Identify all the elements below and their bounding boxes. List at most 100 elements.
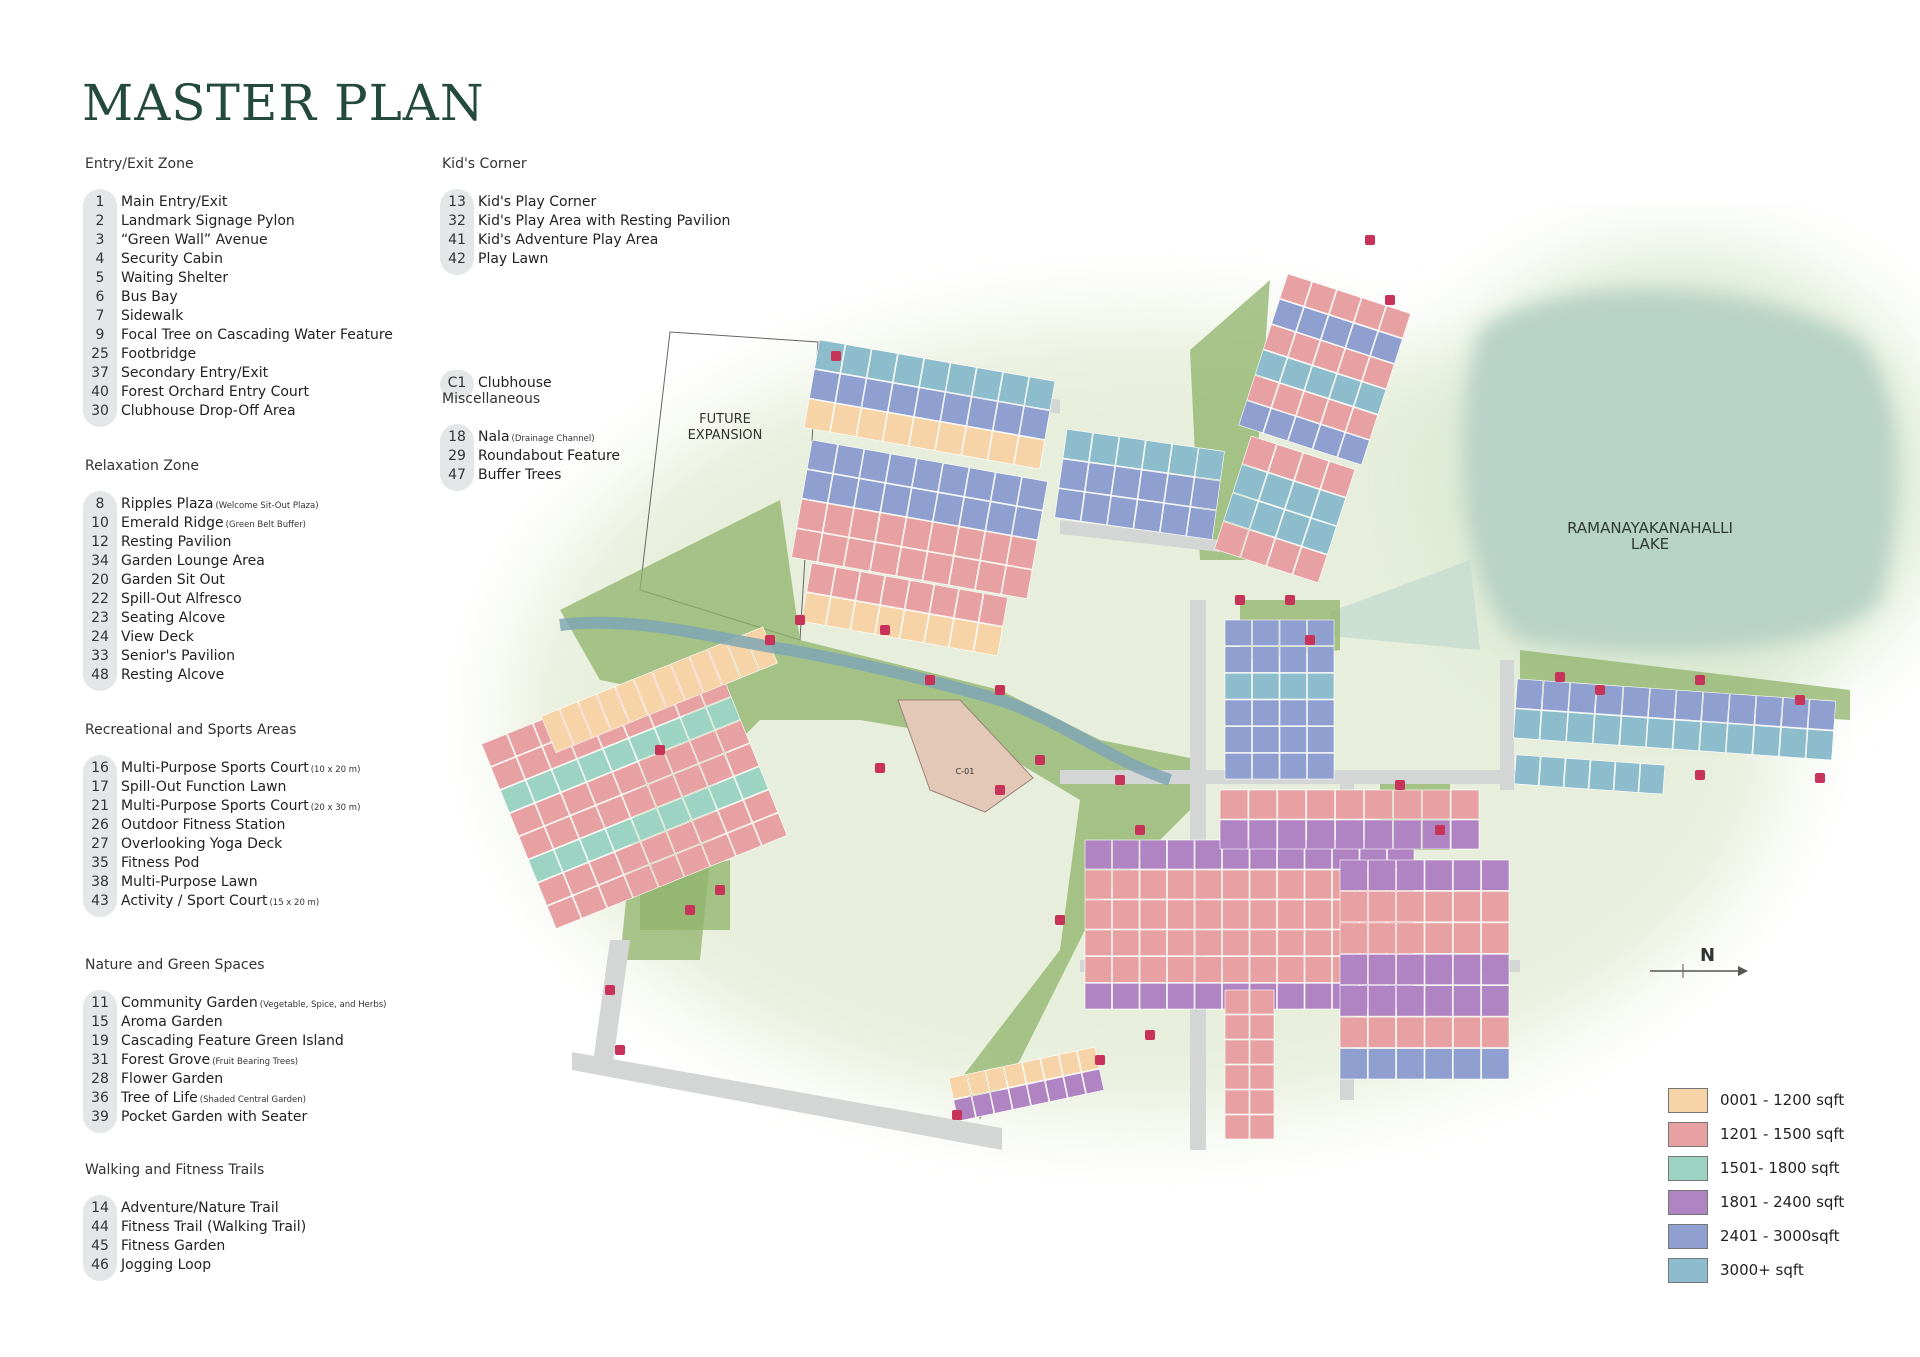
- plot: [1249, 869, 1277, 900]
- road: [572, 1052, 1002, 1150]
- plot: [1063, 1072, 1086, 1099]
- legend-label: 1801 - 2400 sqft: [1720, 1193, 1845, 1211]
- plot: [1339, 953, 1368, 985]
- plot: [1139, 982, 1167, 1010]
- plot: [1062, 428, 1093, 462]
- amenity-label: Overlooking Yoga Deck: [121, 836, 283, 852]
- plot: [1339, 1048, 1368, 1080]
- plot: [1252, 619, 1280, 647]
- plot: [553, 839, 589, 873]
- plot: [1513, 754, 1541, 786]
- plot: [1752, 725, 1781, 757]
- plot: [1194, 447, 1225, 481]
- plot: [1424, 922, 1453, 954]
- plot: [1368, 859, 1396, 891]
- plot: [715, 719, 750, 754]
- amenity-label: Flower Garden: [121, 1071, 224, 1087]
- plot: [927, 521, 959, 556]
- plot-block: [1214, 435, 1356, 584]
- plot: [1364, 789, 1393, 820]
- amenity-number: 44: [91, 1219, 109, 1235]
- plot: [1453, 953, 1481, 985]
- plot: [1084, 462, 1116, 496]
- plot: [1284, 481, 1320, 518]
- plot: [1646, 717, 1675, 750]
- plot: [1453, 985, 1481, 1017]
- plot: [1481, 985, 1510, 1017]
- plot: [948, 1074, 972, 1100]
- amenity-label: Activity / Sport Court: [121, 893, 268, 909]
- plot: [833, 444, 865, 479]
- amenity-marker: [615, 1045, 625, 1055]
- amenity-label: Adventure/Nature Trail: [121, 1200, 279, 1216]
- lake-outflow: [1330, 560, 1480, 650]
- plot: [1277, 789, 1307, 820]
- amenity-marker: [1235, 595, 1245, 605]
- plot: [1699, 721, 1728, 753]
- plot: [880, 575, 910, 610]
- plot: [1194, 869, 1222, 900]
- plot: [859, 448, 891, 483]
- number-pill: [83, 189, 117, 427]
- plot: [1186, 506, 1217, 540]
- plot: [1214, 521, 1250, 558]
- amenity-marker: [685, 905, 695, 915]
- amenity-number: 32: [448, 213, 466, 229]
- plot: [1779, 727, 1808, 759]
- plot: [1112, 899, 1140, 930]
- plot: [1167, 929, 1195, 957]
- amenity-marker: [1555, 672, 1565, 682]
- plot: [1279, 699, 1307, 727]
- plot: [525, 769, 561, 803]
- plot: [570, 805, 605, 839]
- plot: [945, 362, 977, 397]
- plot: [1304, 365, 1337, 399]
- plot: [1008, 1084, 1031, 1110]
- legend-swatch: [1668, 1189, 1708, 1215]
- plot: [922, 551, 954, 586]
- plot: [689, 648, 723, 694]
- plot: [1279, 357, 1313, 391]
- plot: [1320, 314, 1354, 348]
- plot: [1013, 435, 1045, 470]
- amenity-label: Security Cabin: [121, 251, 223, 267]
- plot: [1307, 752, 1335, 780]
- plot: [1277, 819, 1307, 850]
- plot: [598, 875, 633, 909]
- plot: [535, 792, 570, 826]
- plot: [854, 478, 886, 513]
- plot: [904, 580, 935, 614]
- plot: [1137, 469, 1168, 503]
- amenity-label: Seating Alcove: [121, 610, 226, 626]
- plot: [692, 810, 727, 844]
- number-pill: [83, 755, 117, 917]
- lake: [1463, 289, 1897, 652]
- amenity-number: 34: [91, 553, 109, 569]
- plot: [1222, 956, 1250, 983]
- plot: [1167, 899, 1195, 930]
- amenity-note: (Drainage Channel): [511, 434, 595, 444]
- plot: [1292, 546, 1328, 584]
- amenity-note: (Fruit Bearing Trees): [212, 1057, 299, 1067]
- plot: [1453, 891, 1481, 923]
- plot: [1453, 1016, 1481, 1048]
- amenity-number: 9: [95, 327, 105, 343]
- plot: [1084, 869, 1112, 900]
- plot: [1481, 1048, 1510, 1080]
- amenity-number: 4: [95, 251, 105, 267]
- plot: [1481, 859, 1510, 891]
- plot: [1084, 982, 1112, 1010]
- plot: [987, 431, 1019, 465]
- plot: [1026, 1080, 1050, 1106]
- amenity-label: Garden Lounge Area: [121, 553, 265, 569]
- amenity-note: (Vegetable, Spice, and Herbs): [259, 1000, 387, 1010]
